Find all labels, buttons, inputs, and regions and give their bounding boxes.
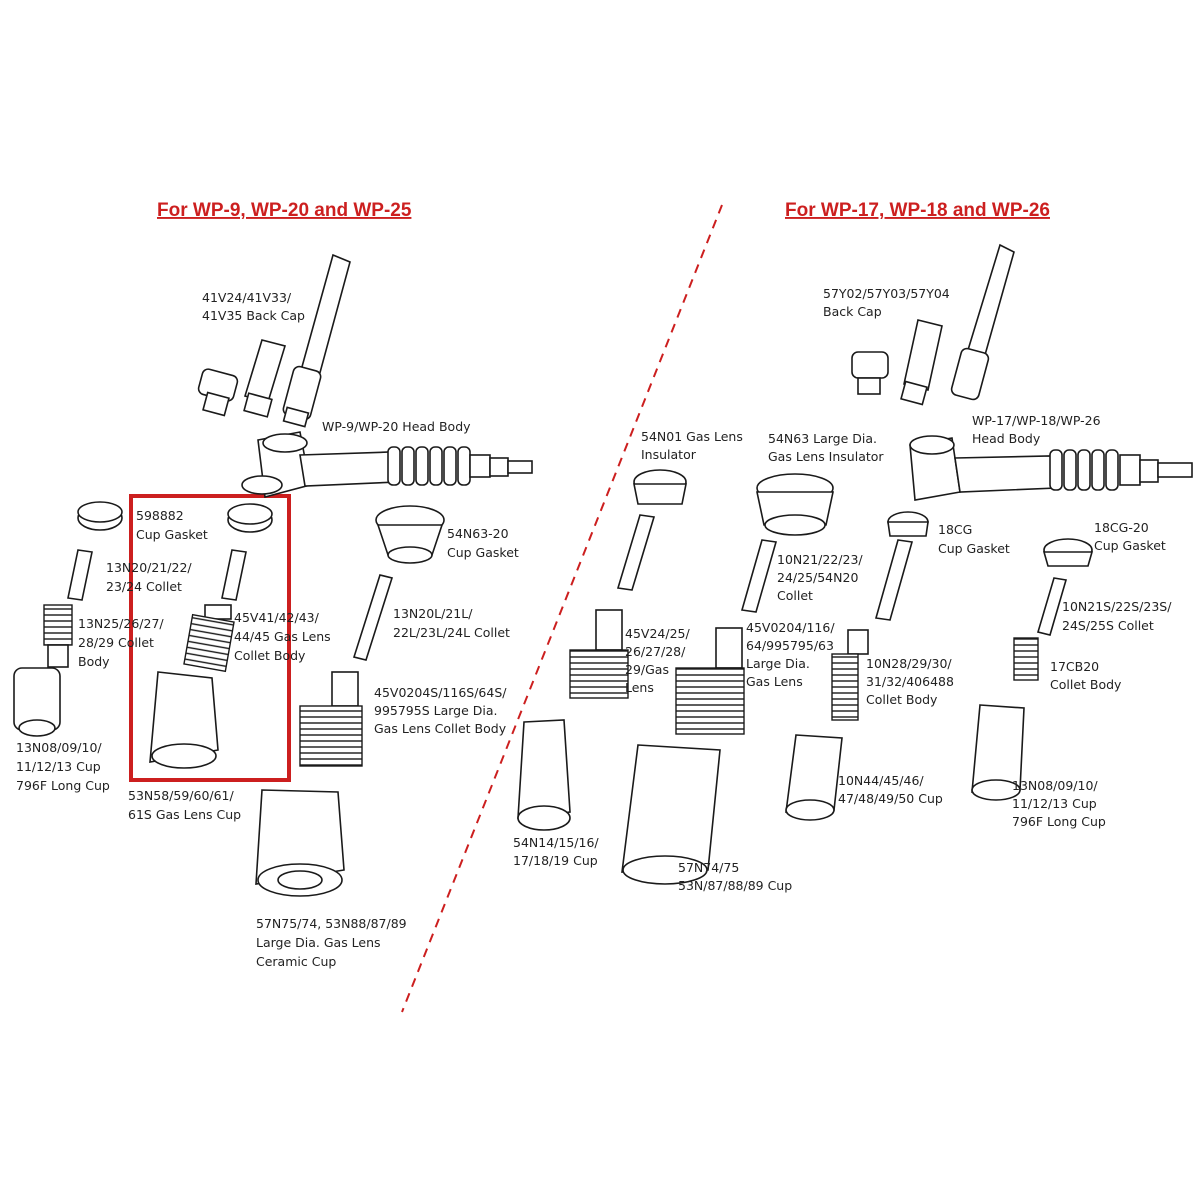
right-long-back-cap-icon: [950, 243, 1015, 401]
cup-gasket-54n63-icon: [375, 505, 445, 564]
label-back-cap: 41V24/41V33/ 41V35 Back Cap: [202, 290, 305, 323]
collet-icon: [67, 549, 93, 601]
collet-body-17cb20-icon: [1013, 637, 1039, 681]
label-cup-13n08-right: 13N08/09/10/ 11/12/13 Cup 796F Long Cup: [1012, 778, 1106, 829]
collet-center-icon: [874, 539, 914, 621]
label-cup-57n74: 57N74/75 53N/87/88/89 Cup: [678, 860, 792, 893]
cup-57n74-icon: [621, 744, 721, 885]
cup-gasket-18cg20-icon: [1042, 538, 1094, 567]
label-cup-gasket-18cg20: 18CG-20 Cup Gasket: [1094, 520, 1166, 553]
label-head-body: WP-9/WP-20 Head Body: [322, 419, 471, 434]
insulator-54n63-icon: [756, 473, 834, 536]
label-collet-body-10n28: 10N28/29/30/ 31/32/406488 Collet Body: [866, 656, 958, 707]
head-body-icon: [241, 431, 533, 499]
highlight-box: [129, 494, 291, 782]
short-back-cap-icon: [197, 368, 239, 417]
label-cup-gasket-54n63: 54N63-20 Cup Gasket: [447, 526, 519, 560]
label-right-back-cap: 57Y02/57Y03/57Y04 Back Cap: [823, 286, 954, 319]
cup-13n08-right-icon: [971, 704, 1025, 801]
label-collet-body-13n25: 13N25/26/27/ 28/29 Collet Body: [78, 616, 168, 669]
collet-54n01-icon: [616, 514, 656, 591]
collet-body-10n28-icon: [831, 629, 869, 721]
label-ceramic-cup: 57N75/74, 53N88/87/89 Large Dia. Gas Len…: [256, 916, 411, 969]
label-cup-54n14: 54N14/15/16/ 17/18/19 Cup: [513, 835, 603, 868]
gas-lens-cup-icon: [149, 671, 219, 769]
large-dia-collet-body-icon: [299, 671, 363, 767]
label-gas-lens-collet-body: 45V41/42/43/ 44/45 Gas Lens Collet Body: [234, 610, 335, 663]
cup-10n44-icon: [785, 734, 843, 821]
label-cup-gasket-598882: 598882 Cup Gasket: [136, 508, 208, 542]
label-large-dia-collet-body: 45V0204S/116S/64S/ 995795S Large Dia. Ga…: [374, 685, 510, 736]
cup-gasket-18cg-icon: [887, 511, 929, 537]
label-gas-lens-45v24: 45V24/25/ 26/27/28/ 29/Gas Lens: [625, 626, 694, 695]
right-heading: For WP-17, WP-18 and WP-26: [785, 200, 1050, 221]
collet-body-icon: [43, 604, 73, 668]
label-large-dia-45v0204: 45V0204/116/ 64/995795/63 Large Dia. Gas…: [746, 620, 839, 689]
label-cup-10n44: 10N44/45/46/ 47/48/49/50 Cup: [838, 773, 943, 806]
label-collet-10n21: 10N21/22/23/ 24/25/54N20 Collet: [777, 552, 867, 603]
cup-gasket-icon: [77, 501, 123, 531]
cup-54n14-icon: [517, 719, 571, 831]
long-collet-icon: [352, 574, 394, 661]
left-heading: For WP-9, WP-20 and WP-25: [157, 200, 412, 221]
long-cup-icon: [13, 667, 61, 737]
insulator-54n01-icon: [633, 469, 687, 505]
label-collet-13n20l: 13N20L/21L/ 22L/23L/24L Collet: [393, 606, 510, 640]
collet-10n21-icon: [740, 539, 778, 613]
label-right-head-body: WP-17/WP-18/WP-26 Head Body: [972, 413, 1105, 446]
gas-lens-45v24-icon: [569, 609, 629, 699]
large-dia-45v0204-icon: [675, 627, 745, 735]
right-head-body-icon: [909, 435, 1193, 501]
gas-lens-collet-body-icon: [183, 604, 235, 673]
label-gas-lens-cup-53n58: 53N58/59/60/61/ 61S Gas Lens Cup: [128, 788, 241, 822]
label-insulator-54n01: 54N01 Gas Lens Insulator: [641, 429, 747, 462]
label-cup-13n08: 13N08/09/10/ 11/12/13 Cup 796F Long Cup: [16, 740, 110, 793]
right-short-back-cap-icon: [851, 351, 889, 395]
long-back-cap-icon: [282, 253, 351, 428]
collet-13n20-icon: [221, 549, 247, 601]
section-divider: [401, 204, 723, 1013]
ceramic-cup-icon: [255, 789, 345, 897]
right-medium-back-cap-icon: [900, 319, 943, 406]
cup-gasket-598882-icon: [227, 503, 273, 533]
medium-back-cap-icon: [243, 339, 287, 418]
label-insulator-54n63: 54N63 Large Dia. Gas Lens Insulator: [768, 431, 884, 464]
label-collet-13n20: 13N20/21/22/ 23/24 Collet: [106, 560, 196, 594]
collet-10n21s-icon: [1036, 577, 1068, 636]
label-collet-10n21s: 10N21S/22S/23S/ 24S/25S Collet: [1062, 599, 1175, 633]
label-cup-gasket-18cg: 18CG Cup Gasket: [938, 522, 1010, 556]
label-collet-body-17cb20: 17CB20 Collet Body: [1050, 659, 1122, 692]
